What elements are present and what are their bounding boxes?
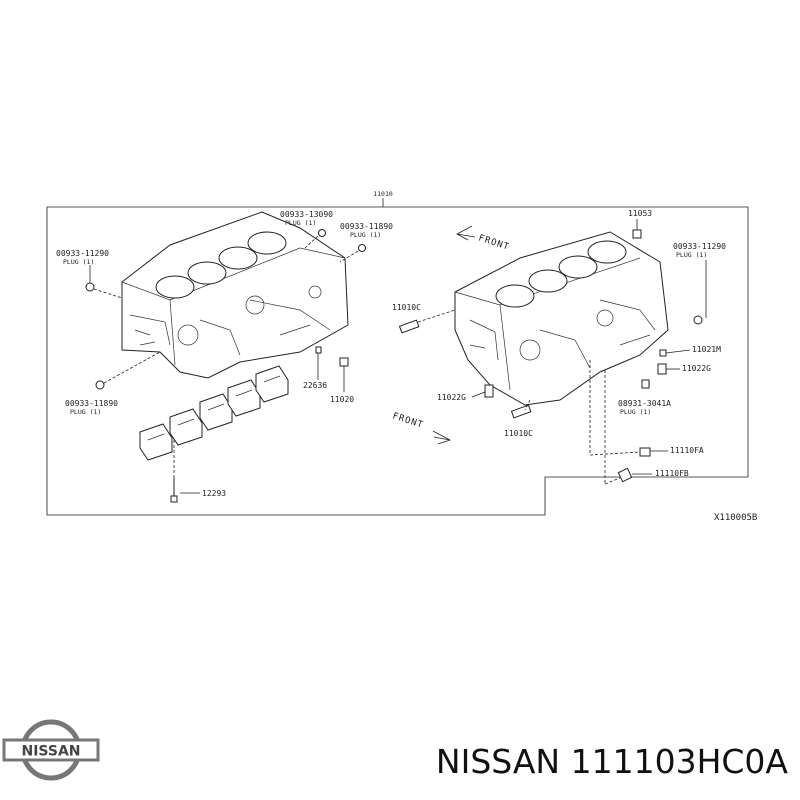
part-11021M bbox=[659, 349, 667, 357]
label-12293: 12293 bbox=[202, 489, 226, 498]
label-11010C-top: 11010C bbox=[392, 303, 421, 312]
part-11053 bbox=[632, 229, 642, 239]
part-11022G-right bbox=[657, 363, 667, 375]
label-00933-11290-right: 00933-11290 bbox=[673, 242, 726, 251]
desc-00933-13090: PLUG (1) bbox=[285, 219, 316, 227]
plug-11890-bottom bbox=[95, 380, 105, 390]
label-00933-11890-bottom: 00933-11890 bbox=[65, 399, 118, 408]
label-11053: 11053 bbox=[628, 209, 652, 218]
desc-08931-3041A: PLUG (1) bbox=[620, 408, 651, 416]
svg-text:FRONT: FRONT bbox=[391, 411, 425, 430]
label-00933-11890-top: 00933-11890 bbox=[340, 222, 393, 231]
label-00933-11290-left: 00933-11290 bbox=[56, 249, 109, 258]
label-11110FB: 11110FB bbox=[655, 469, 689, 478]
diagram-code: X110005B bbox=[714, 513, 757, 523]
desc-00933-11290-right: PLUG (1) bbox=[676, 251, 707, 259]
diagram-frame bbox=[46, 206, 749, 516]
label-11022G-right: 11022G bbox=[682, 364, 711, 373]
left-cylinder-block bbox=[121, 211, 349, 379]
nissan-logo-text: NISSAN bbox=[21, 744, 80, 760]
plug-right-top bbox=[693, 315, 703, 325]
label-11010C-bottom: 11010C bbox=[504, 429, 533, 438]
svg-text:FRONT: FRONT bbox=[477, 233, 511, 252]
front-arrow-bottom: FRONT bbox=[391, 411, 452, 445]
right-cylinder-block bbox=[454, 231, 669, 406]
front-arrow-top: FRONT bbox=[456, 225, 511, 253]
left-bearing-caps bbox=[139, 365, 289, 461]
plug-13090 bbox=[318, 229, 326, 237]
label-00933-13090: 00933-13090 bbox=[280, 210, 333, 219]
desc-00933-11890-top: PLUG (1) bbox=[350, 231, 381, 239]
bolt-11110FA bbox=[589, 447, 651, 457]
label-08931-3041A: 08931-3041A bbox=[618, 399, 671, 408]
label-11022G-left: 11022G bbox=[437, 393, 466, 402]
bolt-12293 bbox=[170, 440, 178, 503]
nissan-logo: NISSAN bbox=[2, 719, 100, 781]
plug-left-top bbox=[85, 282, 95, 292]
part-22636 bbox=[315, 346, 322, 380]
label-11110FA: 11110FA bbox=[670, 446, 704, 455]
label-11020: 11020 bbox=[330, 395, 354, 404]
desc-00933-11290-left: PLUG (1) bbox=[63, 258, 94, 266]
part-11022G-left bbox=[484, 384, 494, 398]
desc-00933-11890-bottom: PLUG (1) bbox=[70, 408, 101, 416]
bolt-11110FB bbox=[604, 467, 633, 485]
label-22636: 22636 bbox=[303, 381, 327, 390]
plug-11890-top bbox=[358, 244, 366, 252]
pin-11010C-top bbox=[398, 309, 456, 334]
label-11021M: 11021M bbox=[692, 345, 721, 354]
part-11020 bbox=[339, 357, 349, 392]
part-number-title: NISSAN 111103HC0A bbox=[435, 742, 788, 781]
plug-08931-3041A bbox=[641, 379, 650, 389]
header-part-number: 11010 bbox=[373, 190, 393, 198]
pin-11010C-bottom bbox=[510, 404, 532, 419]
